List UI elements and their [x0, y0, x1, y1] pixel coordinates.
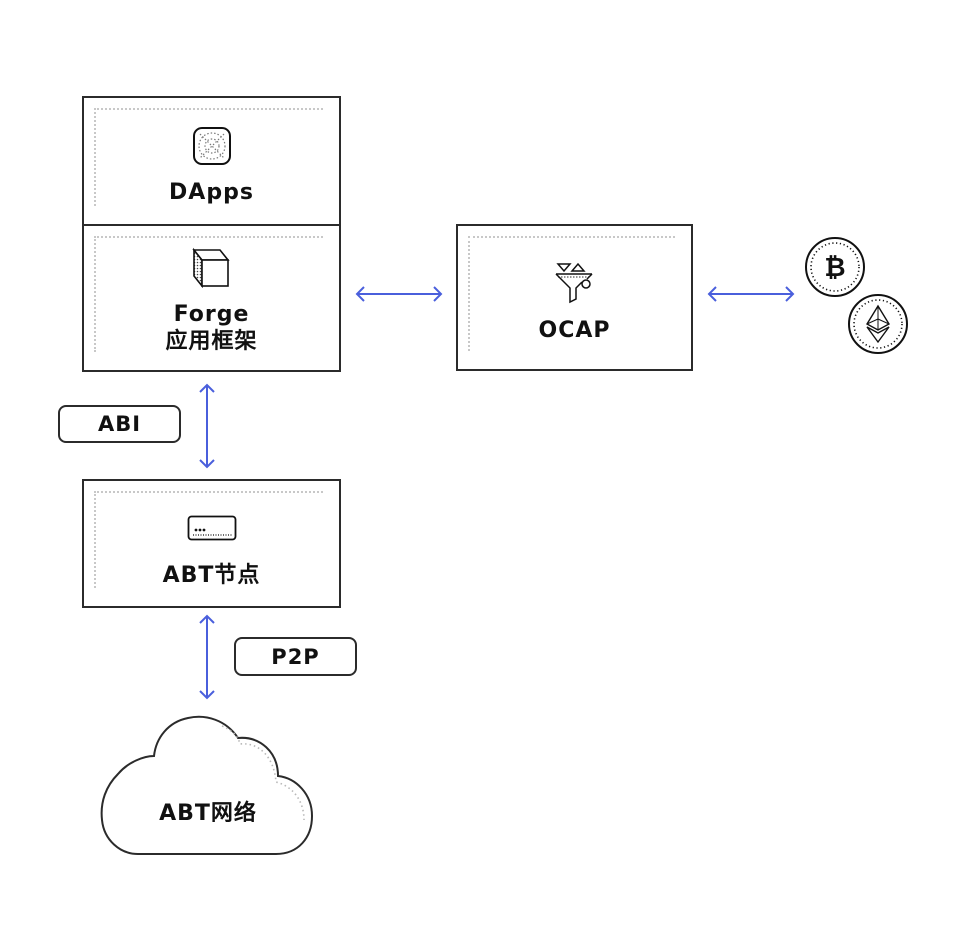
funnel-icon [554, 262, 593, 304]
svg-text:₿: ₿ [824, 253, 845, 283]
abt-node-label: ABT节点 [162, 563, 261, 588]
ocap-label: OCAP [538, 318, 611, 343]
node-network-arrow [199, 614, 215, 700]
cloud-icon [100, 715, 314, 855]
dapps-label: DApps [169, 180, 254, 205]
p2p-label: P2P [234, 637, 357, 676]
ethereum-icon [848, 294, 908, 354]
terminal-icon [187, 515, 236, 541]
ocap-coins-arrow [707, 286, 795, 302]
ocap-node: OCAP [456, 224, 693, 371]
forge-node-arrow [199, 383, 215, 469]
dapps-node: DApps [82, 96, 341, 226]
bitcoin-icon: ₿ [805, 237, 865, 297]
forge-label: Forge [173, 302, 250, 327]
forge-sublabel: 应用框架 [165, 329, 258, 354]
abt-network-label: ABT网络 [159, 801, 257, 826]
forge-ocap-arrow [355, 286, 443, 302]
app-grid-icon [192, 127, 231, 165]
abt-node: ABT节点 [82, 479, 341, 608]
forge-node: Forge 应用框架 [82, 224, 341, 372]
cube-icon [191, 247, 230, 288]
abi-label: ABI [58, 405, 181, 443]
